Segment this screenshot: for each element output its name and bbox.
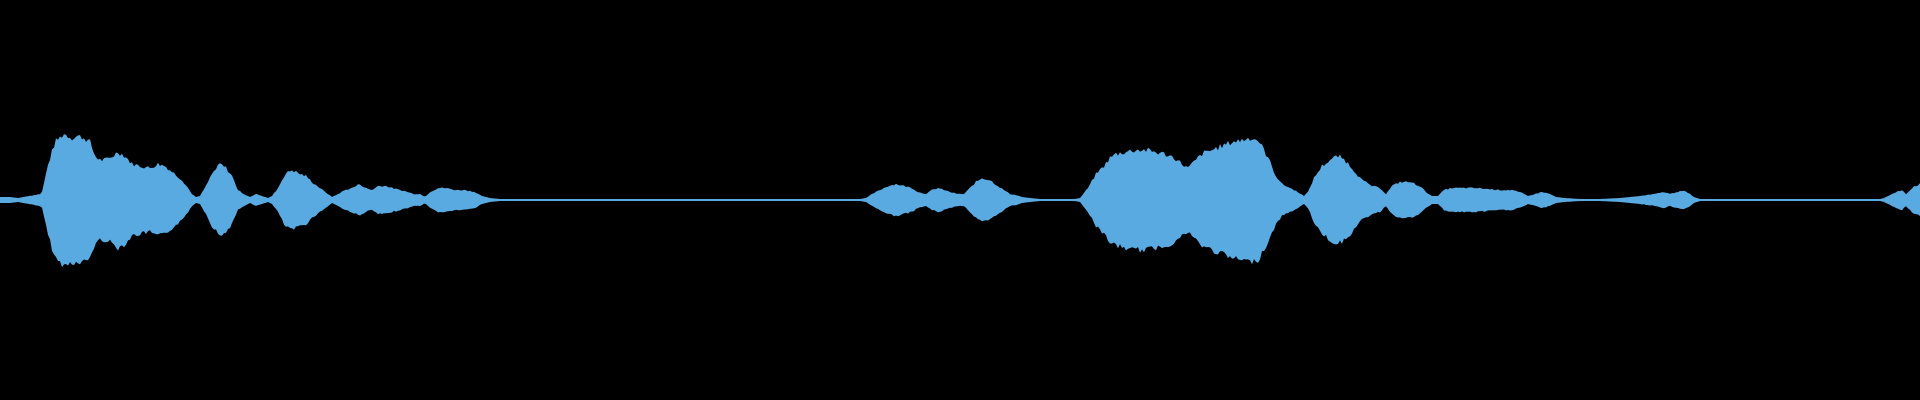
waveform-envelope (0, 134, 1920, 268)
